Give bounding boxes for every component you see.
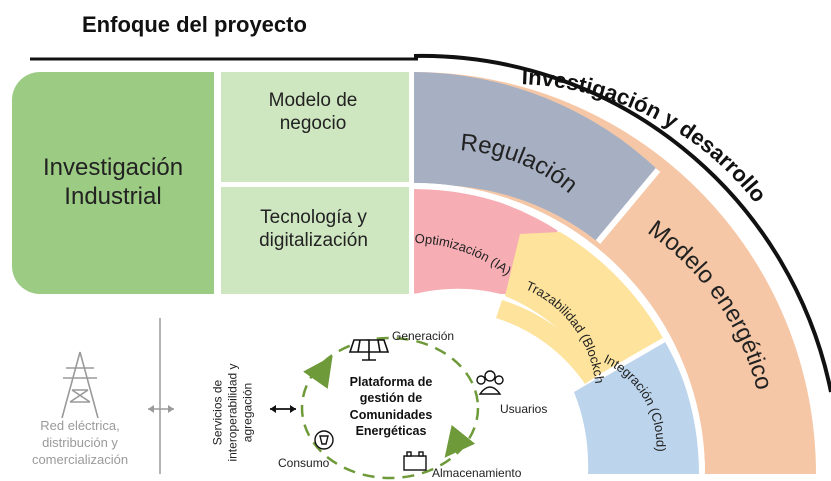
page-title: Enfoque del proyecto (82, 12, 307, 37)
users-label: Usuarios (500, 402, 548, 416)
tech-block (221, 187, 409, 294)
consumption-icon (314, 430, 334, 450)
battery-icon (403, 451, 427, 471)
industrial-research-block (12, 72, 214, 294)
traceability-arc-lower (496, 300, 600, 384)
rd-outer-arc (413, 53, 831, 393)
industrial-research-label: Investigación Industrial (42, 154, 184, 210)
platform-cycle (300, 336, 480, 480)
pylon-icon (61, 351, 99, 419)
services-label: Servicios de interoperabilidad y agregac… (210, 363, 255, 462)
traceability-band (505, 232, 664, 378)
storage-label: Almacenamiento (432, 466, 522, 480)
users-icon (476, 370, 504, 395)
regulation-arc (414, 72, 658, 242)
solar-panel-icon (348, 339, 390, 361)
grid-label: Red eléctrica, distribución y comerciali… (31, 418, 129, 467)
platform-label: Plataforma de gestión de Comunidades Ene… (349, 375, 433, 438)
tech-label: Tecnología y digitalización (259, 207, 368, 251)
consumption-label: Consumo (278, 456, 330, 470)
business-model-label: Modelo de negocio (268, 90, 358, 134)
generation-label: Generación (392, 329, 455, 343)
business-model-block (221, 72, 409, 182)
